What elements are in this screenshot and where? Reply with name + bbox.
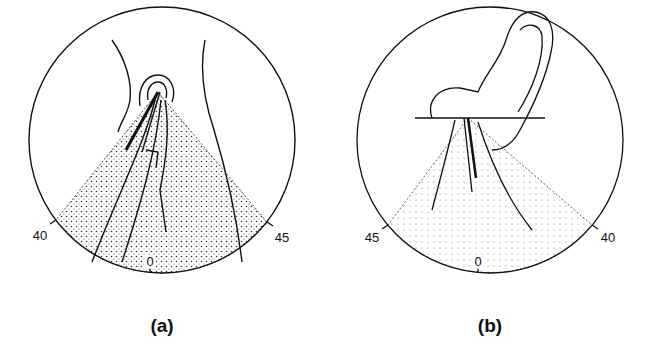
angle-label: 40 (599, 231, 617, 245)
limb-contour (478, 122, 532, 230)
view-circle (29, 7, 295, 273)
panel-a-illustration (29, 7, 295, 273)
limb-contour (122, 100, 161, 262)
bone-outline (518, 25, 542, 112)
angle-label: 40 (31, 229, 49, 243)
angle-label: 0 (144, 255, 155, 269)
scan-sector (56, 92, 267, 273)
panel-b-illustration (357, 7, 623, 273)
view-circle (357, 7, 623, 273)
angle-label: 0 (472, 255, 483, 269)
body-contour (112, 40, 130, 132)
probe-line (142, 92, 160, 152)
limb-contour (432, 120, 455, 210)
scan-sector (388, 118, 592, 273)
panel-label: (a) (148, 316, 175, 337)
joint-outline (148, 82, 167, 100)
probe-line (464, 118, 472, 192)
angle-label: 45 (273, 231, 291, 245)
bone-outline (431, 12, 553, 150)
angle-label: 45 (363, 231, 381, 245)
limb-contour (146, 150, 158, 168)
body-contour (202, 40, 242, 262)
panel-label: (b) (476, 316, 504, 337)
angle-ticks (382, 225, 598, 273)
limb-contour (160, 100, 167, 232)
